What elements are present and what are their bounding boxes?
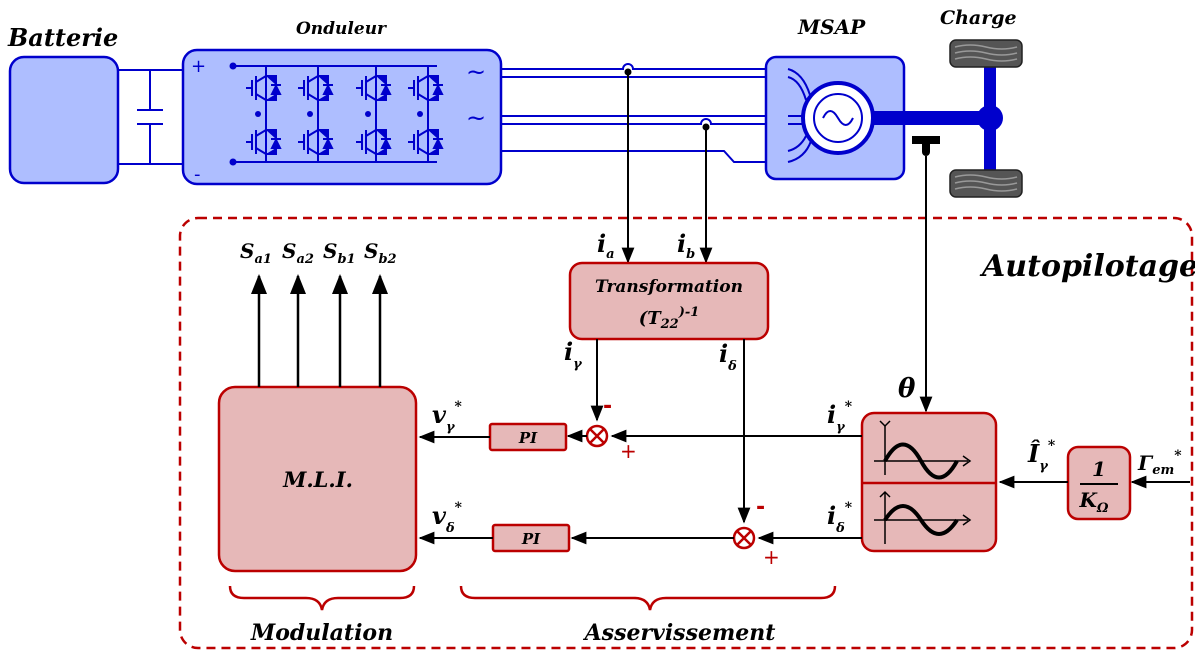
inverter-leg-midpoint	[417, 111, 423, 117]
asservissement-brace	[459, 585, 837, 611]
cosine-reference-icon	[874, 490, 972, 544]
motor-windings	[787, 68, 812, 163]
switch-label-sa2: Sa2	[282, 239, 314, 267]
battery-block	[8, 55, 120, 185]
motor-sine-icon	[822, 110, 854, 126]
inverter-label: Onduleur	[296, 19, 387, 39]
inverter-minus-sign: -	[194, 164, 201, 185]
igbt-switch-icon	[408, 75, 444, 101]
motor-label: MSAP	[797, 15, 866, 39]
phase-lines	[501, 63, 788, 163]
battery-label: Batterie	[7, 23, 118, 52]
idelta-label: iδ	[719, 339, 737, 374]
pi-gamma-label: PI	[518, 429, 538, 447]
sum-delta-plus: +	[763, 545, 780, 569]
sum-junction-delta	[732, 526, 756, 550]
ib-label: ib	[677, 229, 695, 262]
gain-numerator: 1	[1092, 457, 1106, 481]
igbt-switch-icon	[298, 75, 334, 101]
igamma-label: iγ	[564, 337, 583, 372]
pi-delta-label: PI	[521, 530, 541, 548]
igbt-switches	[246, 66, 444, 162]
dc-link-capacitor	[118, 69, 183, 165]
load-label: Charge	[940, 7, 1017, 29]
ac-output-symbol-2: ~	[466, 104, 486, 132]
modulation-brace	[228, 585, 416, 611]
mli-block	[217, 385, 418, 573]
igbt-switch-icon	[356, 129, 392, 155]
sum-gamma-minus: -	[603, 394, 612, 419]
load-hub	[977, 105, 1003, 131]
theta-label: θ	[898, 374, 916, 404]
sum-gamma-plus: +	[620, 439, 637, 463]
switch-label-sa1: Sa1	[240, 239, 272, 267]
inverter-plus-sign: +	[191, 56, 206, 77]
position-sensor	[912, 136, 940, 144]
igbt-switch-icon	[246, 129, 282, 155]
autopilotage-region	[178, 216, 1194, 650]
rail-node-top	[229, 62, 237, 70]
transformation-matrix-label: (T22)-1	[639, 305, 700, 332]
switch-label-sb1: Sb1	[323, 239, 356, 267]
inverter-leg-midpoint	[365, 111, 371, 117]
inverter-leg-midpoint	[307, 111, 313, 117]
sum-junction-gamma	[585, 424, 609, 448]
igbt-switch-icon	[246, 75, 282, 101]
torque-ref-label: Γem*	[1137, 448, 1182, 478]
ac-output-symbol-1: ~	[466, 58, 486, 86]
transformation-block	[568, 261, 770, 341]
igbt-switch-icon	[356, 75, 392, 101]
idelta-ref-label: iδ*	[827, 500, 853, 536]
current-amplitude-label: Îγ*	[1027, 438, 1056, 474]
igamma-ref-label: iγ*	[827, 399, 853, 435]
gain-denominator: KΩ	[1079, 488, 1109, 516]
mli-label: M.L.I.	[282, 467, 353, 492]
ia-label: ia	[597, 229, 615, 262]
autopilotage-label: Autopilotage	[979, 249, 1195, 284]
tire-tread	[954, 44, 1018, 192]
switch-label-sb2: Sb2	[364, 239, 397, 267]
sum-delta-minus: -	[756, 495, 765, 520]
position-sensor-node	[922, 148, 930, 156]
igbt-switch-icon	[298, 129, 334, 155]
transformation-label: Transformation	[595, 277, 743, 297]
vdelta-ref-label: vδ*	[432, 500, 463, 536]
igbt-switch-icon	[408, 129, 444, 155]
asservissement-label: Asservissement	[583, 620, 776, 646]
inverter-leg-midpoint	[255, 111, 261, 117]
rail-node-bottom	[229, 158, 237, 166]
motor-inner-circle	[813, 93, 863, 143]
vgamma-ref-label: vγ*	[432, 399, 463, 435]
sine-reference-icon	[874, 420, 972, 480]
modulation-label: Modulation	[250, 620, 393, 646]
